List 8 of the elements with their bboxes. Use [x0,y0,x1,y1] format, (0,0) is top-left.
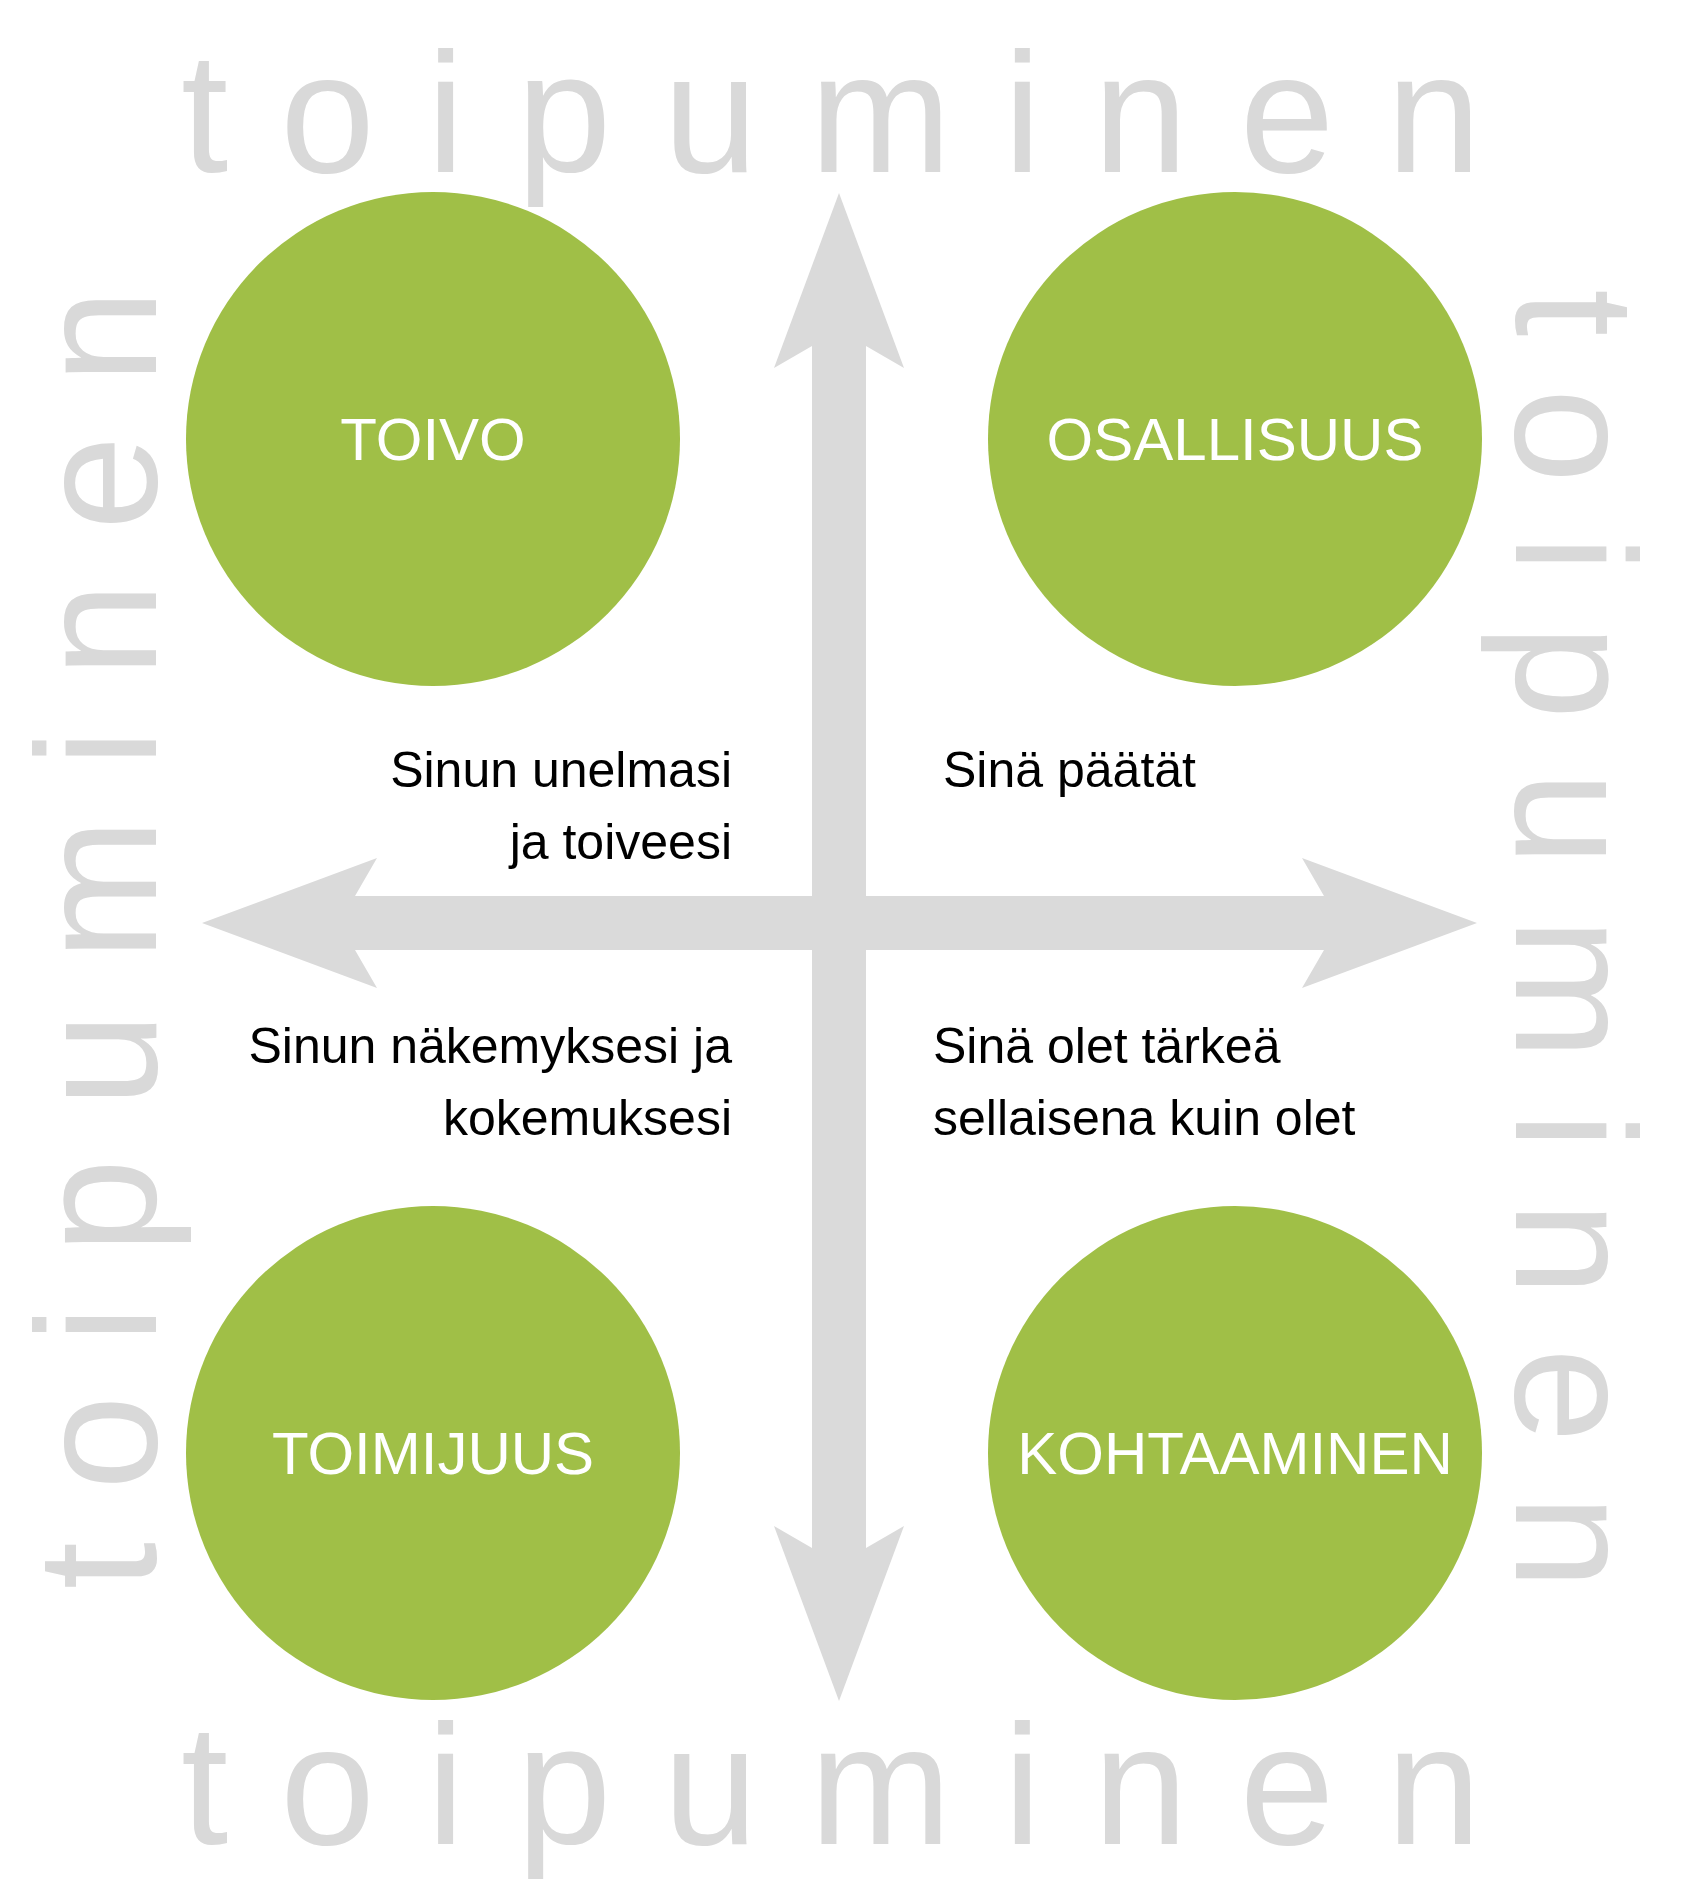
node-label: OSALLISUUS [1046,404,1424,474]
quadrant-text: Sinä olet tärkeä sellaisena kuin olet [933,1017,1357,1148]
node-label: TOIVO [340,404,526,474]
quadrant-text: Sinä päätät [943,741,1197,800]
quadrant-text: Sinun unelmasi ja toiveesi [389,741,732,872]
node-label: TOIMIJUUS [271,1418,595,1488]
node-label: KOHTAAMINEN [1017,1418,1453,1488]
quadrant-text: Sinun näkemyksesi ja kokemuksesi [247,1017,732,1148]
